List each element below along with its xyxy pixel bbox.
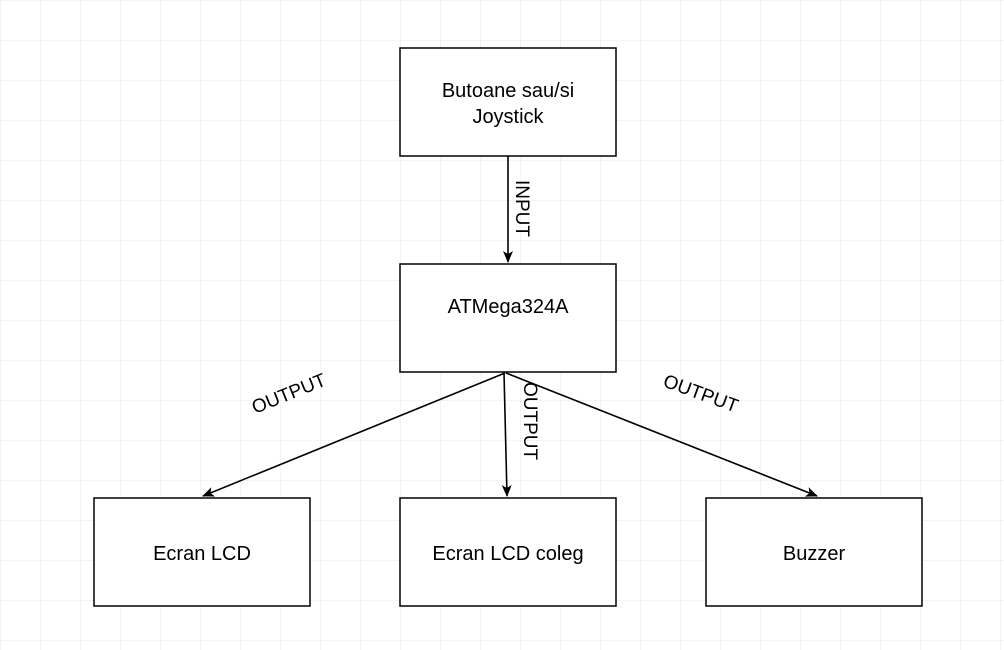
edge-mcu-to-lcd-coleg: OUTPUT: [501, 372, 540, 497]
node-input-devices: Butoane sau/si Joystick: [399, 47, 617, 157]
node-microcontroller-label: ATMega324A: [448, 296, 569, 318]
node-lcd: Ecran LCD: [93, 497, 311, 607]
edge-label-output-lcd-coleg: OUTPUT: [519, 382, 540, 461]
node-input-devices-line-1: Butoane sau/si: [442, 80, 574, 102]
node-buzzer: Buzzer: [705, 497, 923, 607]
node-input-devices-line-2: Joystick: [472, 106, 544, 128]
node-lcd-coleg: Ecran LCD coleg: [399, 497, 617, 607]
node-lcd-coleg-label: Ecran LCD coleg: [432, 543, 583, 565]
node-microcontroller: ATMega324A: [399, 263, 617, 373]
node-lcd-label: Ecran LCD: [153, 543, 251, 565]
edge-input-to-mcu: INPUT: [503, 156, 532, 263]
node-buzzer-label: Buzzer: [783, 543, 846, 565]
edge-label-input: INPUT: [511, 180, 532, 237]
